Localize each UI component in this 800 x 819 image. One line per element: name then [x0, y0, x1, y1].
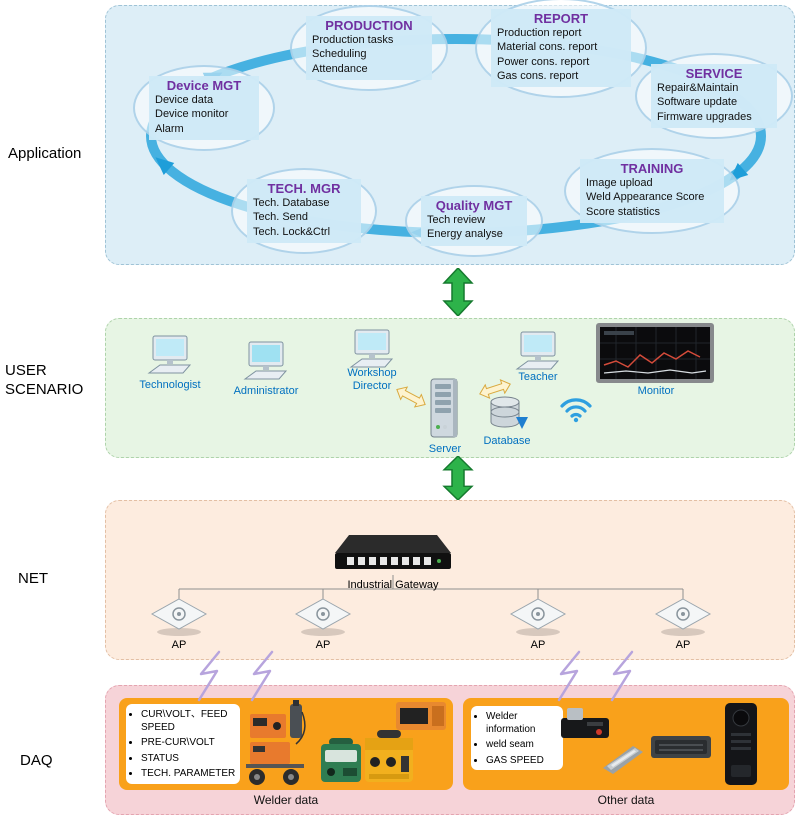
computer-icon	[147, 335, 192, 374]
computer-icon	[515, 331, 560, 370]
app-node-quality-mgt: Quality MGT Tech review Energy analyse	[405, 185, 543, 257]
user-label-administrator: Administrator	[233, 385, 299, 397]
computer-icon	[243, 341, 288, 380]
sensor-image	[561, 708, 609, 738]
list-item: CUR\VOLT、FEED SPEED	[141, 709, 237, 734]
welder-data-list: CUR\VOLT、FEED SPEED PRE-CUR\VOLT STATUS …	[126, 704, 240, 784]
ap-icon	[150, 598, 208, 636]
server-label: Server	[428, 443, 462, 455]
ap-label: AP	[530, 639, 546, 651]
node-item: Weld Appearance Score	[586, 191, 705, 204]
ap-label: AP	[315, 639, 331, 651]
monitor-screen	[596, 323, 714, 383]
gateway-icon	[335, 535, 451, 569]
node-title: SERVICE	[685, 66, 743, 81]
list-item: Welder information	[486, 711, 560, 736]
wifi-icon	[560, 398, 592, 423]
user-label-teacher: Teacher	[518, 371, 558, 383]
list-item: TECH. PARAMETER	[141, 768, 237, 781]
node-item: Tech. Database	[253, 197, 330, 209]
node-item: Tech. Lock&Ctrl	[253, 225, 331, 238]
node-item: Attendance	[312, 62, 368, 75]
node-item: Image upload	[586, 177, 653, 189]
node-item: Energy analyse	[427, 228, 503, 241]
node-item: Repair&Maintain	[657, 82, 739, 94]
node-title: TECH. MGR	[267, 181, 341, 196]
daq-panel: CUR\VOLT、FEED SPEED PRE-CUR\VOLT STATUS …	[105, 685, 795, 815]
net-panel: Industrial Gateway AP AP AP	[105, 500, 795, 660]
user-label-workshop-director: Workshop Director	[347, 367, 397, 393]
app-node-report: REPORT Production report Material cons. …	[475, 0, 647, 99]
node-item: Tech. Send	[253, 211, 309, 224]
exchange-arrow-icon	[479, 378, 511, 400]
application-panel: PRODUCTION Production tasks Scheduling A…	[105, 0, 795, 265]
database-label: Database	[483, 435, 531, 447]
node-item: Software update	[657, 96, 738, 109]
user-scenario-panel: Technologist Administrator Workshop Dire…	[105, 318, 795, 458]
ap-icon	[654, 598, 712, 636]
layer-label-application: Application	[8, 145, 82, 162]
welder-machine-image	[246, 700, 306, 785]
node-item: Material cons. report	[497, 41, 598, 54]
other-data-caption: Other data	[597, 793, 655, 807]
node-title: TRAINING	[620, 161, 684, 176]
node-title: REPORT	[533, 11, 589, 26]
node-item: Alarm	[155, 122, 184, 135]
user-label-technologist: Technologist	[139, 379, 201, 391]
welder-data-caption: Welder data	[253, 793, 319, 807]
computer-icon	[349, 329, 394, 368]
welder-data-box: CUR\VOLT、FEED SPEED PRE-CUR\VOLT STATUS …	[119, 698, 453, 790]
list-item: STATUS	[141, 753, 237, 766]
other-data-box: Welder information weld seam GAS SPEED	[463, 698, 789, 790]
ap-icon	[294, 598, 352, 636]
list-item: weld seam	[486, 739, 560, 752]
other-data-list: Welder information weld seam GAS SPEED	[471, 706, 563, 770]
layer-link-arrow-icon	[442, 454, 474, 505]
node-item: Score statistics	[586, 205, 660, 218]
list-item: PRE-CUR\VOLT	[141, 737, 237, 750]
node-item: Production report	[497, 27, 582, 39]
node-title: Device MGT	[166, 78, 242, 93]
wireless-lightning-icons	[197, 650, 634, 702]
tower-device-image	[725, 703, 757, 785]
node-item: Tech review	[427, 214, 486, 226]
gateway-label: Industrial Gateway	[347, 579, 439, 591]
server-icon	[430, 378, 458, 438]
app-node-tech-mgr: TECH. MGR Tech. Database Tech. Send Tech…	[231, 168, 377, 254]
layer-label-net: NET	[18, 570, 48, 587]
weld-seam-image	[603, 746, 643, 774]
layer-link-arrow-icon	[442, 266, 474, 321]
layer-label-daq: DAQ	[20, 752, 53, 769]
welder-machine-image	[321, 738, 361, 782]
ap-label: AP	[171, 639, 187, 651]
node-item: Device monitor	[155, 108, 229, 121]
ap-icon	[509, 598, 567, 636]
monitor-label: Monitor	[637, 385, 675, 397]
app-node-training: TRAINING Image upload Weld Appearance Sc…	[564, 148, 740, 234]
node-item: Power cons. report	[497, 55, 590, 68]
app-node-device-mgt: Device MGT Device data Device monitor Al…	[133, 65, 275, 151]
layer-label-user-scenario: USER SCENARIO	[5, 362, 84, 398]
panel-device-image	[651, 736, 711, 758]
database-icon	[490, 396, 528, 429]
exchange-arrow-icon	[396, 386, 426, 408]
node-item: Firmware upgrades	[657, 110, 752, 123]
node-title: Quality MGT	[435, 198, 513, 213]
list-item: GAS SPEED	[486, 755, 560, 768]
node-item: Scheduling	[312, 48, 367, 61]
node-item: Production tasks	[312, 34, 394, 46]
app-node-service: SERVICE Repair&Maintain Software update …	[635, 53, 793, 139]
node-item: Device data	[155, 94, 214, 106]
welder-machine-image	[365, 730, 413, 782]
node-item: Gas cons. report	[497, 69, 579, 82]
ap-label: AP	[675, 639, 691, 651]
welder-machine-image	[396, 702, 446, 730]
node-title: PRODUCTION	[325, 18, 413, 33]
app-node-production: PRODUCTION Production tasks Scheduling A…	[290, 5, 448, 91]
